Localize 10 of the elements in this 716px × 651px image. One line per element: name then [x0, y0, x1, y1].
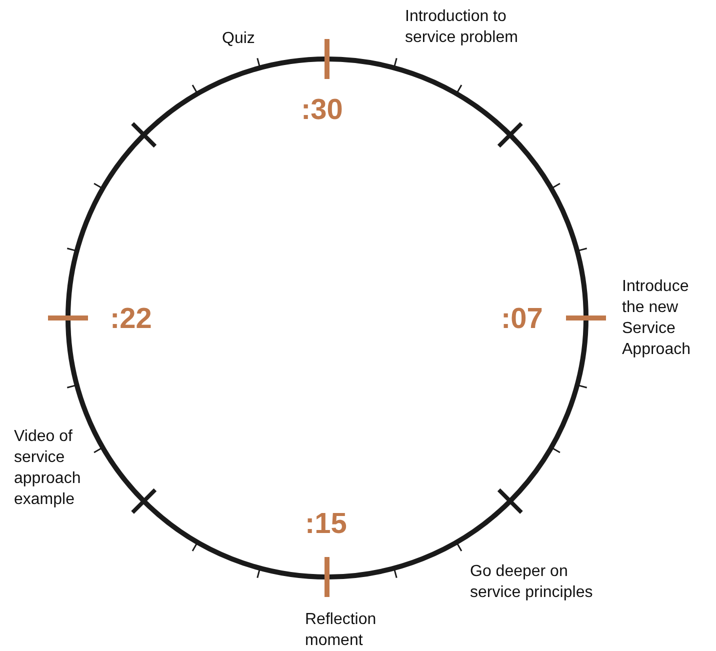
activity-label: Quiz	[222, 29, 256, 49]
activity-label: Reflection moment	[305, 610, 378, 651]
activity-label: Go deeper on service principles	[470, 562, 594, 603]
time-label: :07	[501, 303, 544, 335]
activity-label: Introduce the new Service Approach	[622, 277, 692, 360]
time-label: :15	[305, 508, 348, 540]
activity-label: Introduction to service problem	[405, 7, 519, 48]
activity-label: Video of service approach example	[14, 427, 82, 510]
time-label: :22	[110, 303, 153, 335]
time-label: :30	[301, 94, 344, 126]
